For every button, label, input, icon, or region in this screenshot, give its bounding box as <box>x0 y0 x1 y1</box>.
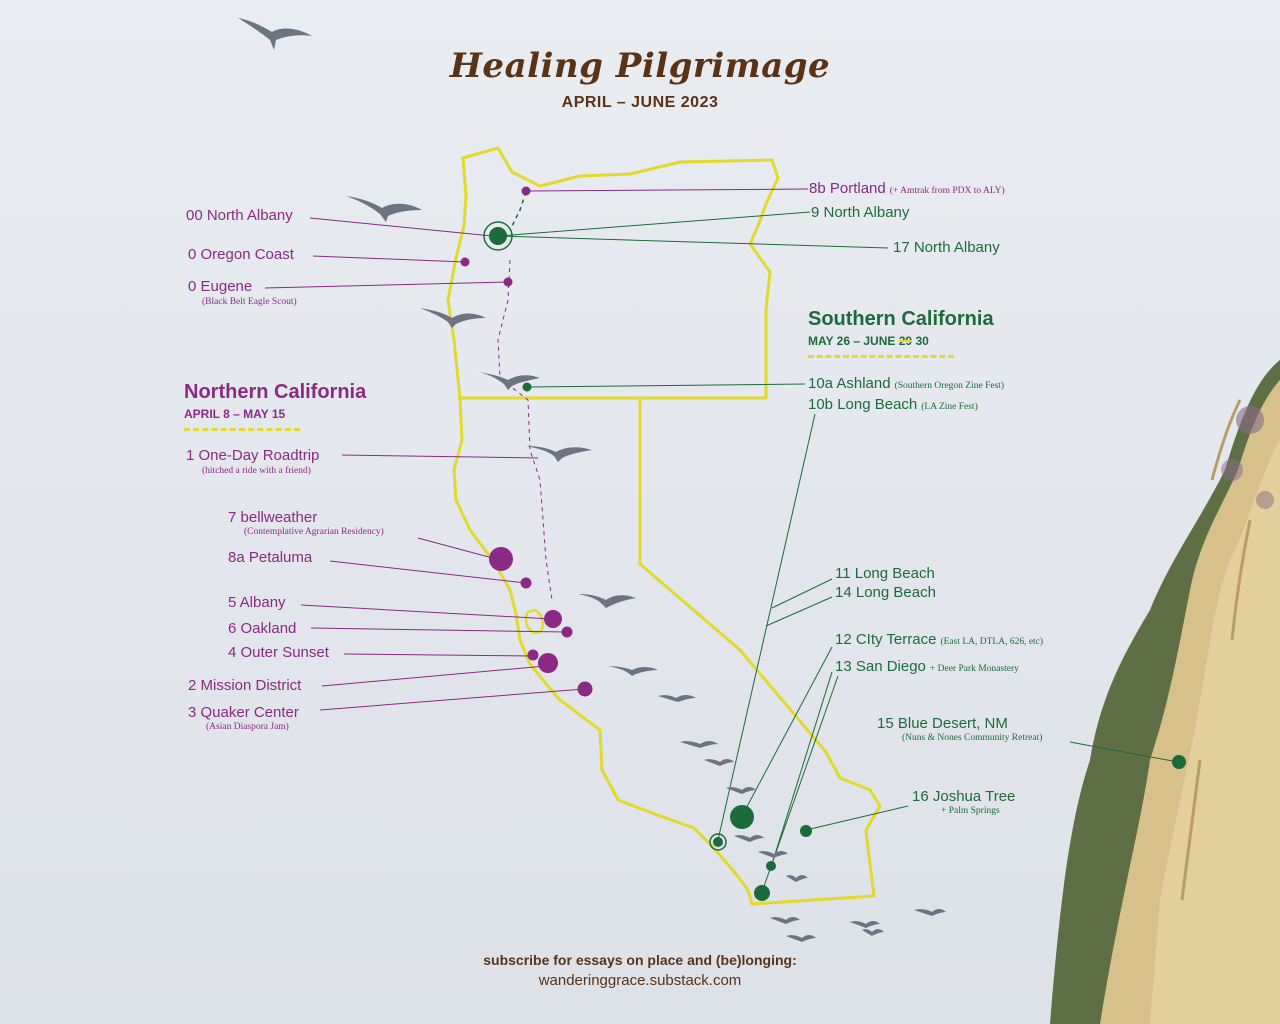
bird-icon <box>608 666 658 676</box>
bird-icon <box>850 921 880 928</box>
bird-icon <box>680 741 718 748</box>
stop-13-note: + Deer Park Monastery <box>929 664 1019 674</box>
stop-13-text: 13 San Diego <box>835 658 926 675</box>
stop-8a-label: 8a Petaluma <box>228 549 313 566</box>
region-southern-underline <box>808 355 954 358</box>
north-stops <box>460 186 593 697</box>
footer-link[interactable]: wanderinggrace.substack.com <box>538 972 742 989</box>
stop-17-label: 17 North Albany <box>893 239 1000 256</box>
bird-icon <box>786 875 808 882</box>
bird-icon <box>758 851 788 858</box>
region-southern-california: Southern California <box>808 308 994 330</box>
stop-10a-text: 10a Ashland <box>808 375 891 392</box>
region-southern-dates-prefix: MAY 26 – JUNE <box>808 334 896 348</box>
oregon-california-outline <box>446 146 882 906</box>
region-northern-california: Northern California <box>184 381 367 403</box>
stop-12-label: 12 CIty Terrace(East LA, DTLA, 626, etc) <box>835 631 1043 651</box>
stop-14-label: 14 Long Beach <box>835 584 936 601</box>
stop-8b-text: 8b Portland <box>809 180 886 197</box>
stop-15-label: 15 Blue Desert, NM <box>877 715 1008 732</box>
stop-16-label: 16 Joshua Tree <box>912 788 1016 805</box>
north-connectors <box>264 188 809 711</box>
bird-icon <box>578 594 636 608</box>
stop-16-note: + Palm Springs <box>941 806 1000 816</box>
bird-icon <box>726 787 756 794</box>
stop-11-label: 11 Long Beach <box>835 565 935 582</box>
stop-0-oregon-coast-label: 0 Oregon Coast <box>188 246 294 263</box>
region-southern-dates: MAY 26 – JUNE 29 30 <box>808 334 929 348</box>
bird-icon <box>420 308 486 328</box>
bird-icon <box>770 917 800 924</box>
bird-icon <box>478 372 540 390</box>
bird-icon <box>704 759 734 766</box>
stop-9-label: 9 North Albany <box>811 204 910 221</box>
cliff-illustration <box>1050 360 1280 1024</box>
stop-3-note: (Asian Diaspora Jam) <box>206 722 289 732</box>
bird-icon <box>786 935 816 942</box>
bird-icon <box>658 695 696 702</box>
bird-icon-group <box>238 18 946 942</box>
stop-0-eugene-note: (Black Belt Eagle Scout) <box>202 297 297 307</box>
page-subtitle: APRIL – JUNE 2023 <box>561 94 719 111</box>
stop-10a-label: 10a Ashland(Southern Oregon Zine Fest) <box>808 375 1004 395</box>
stop-00-label: 00 North Albany <box>186 207 293 224</box>
region-southern-dates-struck: 29 <box>898 334 913 348</box>
bird-icon <box>914 909 946 916</box>
stop-4-label: 4 Outer Sunset <box>228 644 329 661</box>
stop-13-label: 13 San Diego+ Deer Park Monastery <box>835 658 1019 678</box>
stop-0-eugene-label: 0 Eugene <box>188 278 253 295</box>
page-title: Healing Pilgrimage <box>449 46 831 86</box>
region-southern-dates-suffix: 30 <box>915 334 929 348</box>
stop-6-label: 6 Oakland <box>228 620 297 637</box>
stop-5-label: 5 Albany <box>228 594 286 611</box>
south-stops <box>483 221 1186 901</box>
stop-8b-label: 8b Portland(+ Amtrak from PDX to ALY) <box>809 180 1005 200</box>
stop-2-label: 2 Mission District <box>188 677 302 694</box>
stop-1-label: 1 One-Day Roadtrip <box>186 447 320 464</box>
stop-3-label: 3 Quaker Center <box>188 704 299 721</box>
bird-icon <box>734 835 764 842</box>
footer-subscribe-text: subscribe for essays on place and (be)lo… <box>483 952 797 968</box>
stop-12-text: 12 CIty Terrace <box>835 631 937 648</box>
stop-12-note: (East LA, DTLA, 626, etc) <box>940 637 1044 647</box>
region-northern-dates: APRIL 8 – MAY 15 <box>184 407 286 421</box>
stop-8b-note: (+ Amtrak from PDX to ALY) <box>889 186 1005 196</box>
stop-15-note: (Nuns & Nones Community Retreat) <box>902 733 1043 743</box>
region-northern-underline <box>184 428 300 431</box>
bird-icon <box>862 929 884 936</box>
stop-1-note: (hitched a ride with a friend) <box>202 466 311 476</box>
stop-7-label: 7 bellweather <box>228 509 318 526</box>
bird-icon <box>526 446 592 462</box>
stop-10a-note: (Southern Oregon Zine Fest) <box>894 381 1005 391</box>
stop-10b-text: 10b Long Beach <box>808 396 918 413</box>
stop-7-note: (Contemplative Agrarian Residency) <box>244 527 384 537</box>
bird-icon <box>238 18 312 50</box>
bird-icon <box>346 196 422 222</box>
stop-10b-label: 10b Long Beach(LA Zine Fest) <box>808 396 978 416</box>
stop-10b-note: (LA Zine Fest) <box>921 402 978 412</box>
